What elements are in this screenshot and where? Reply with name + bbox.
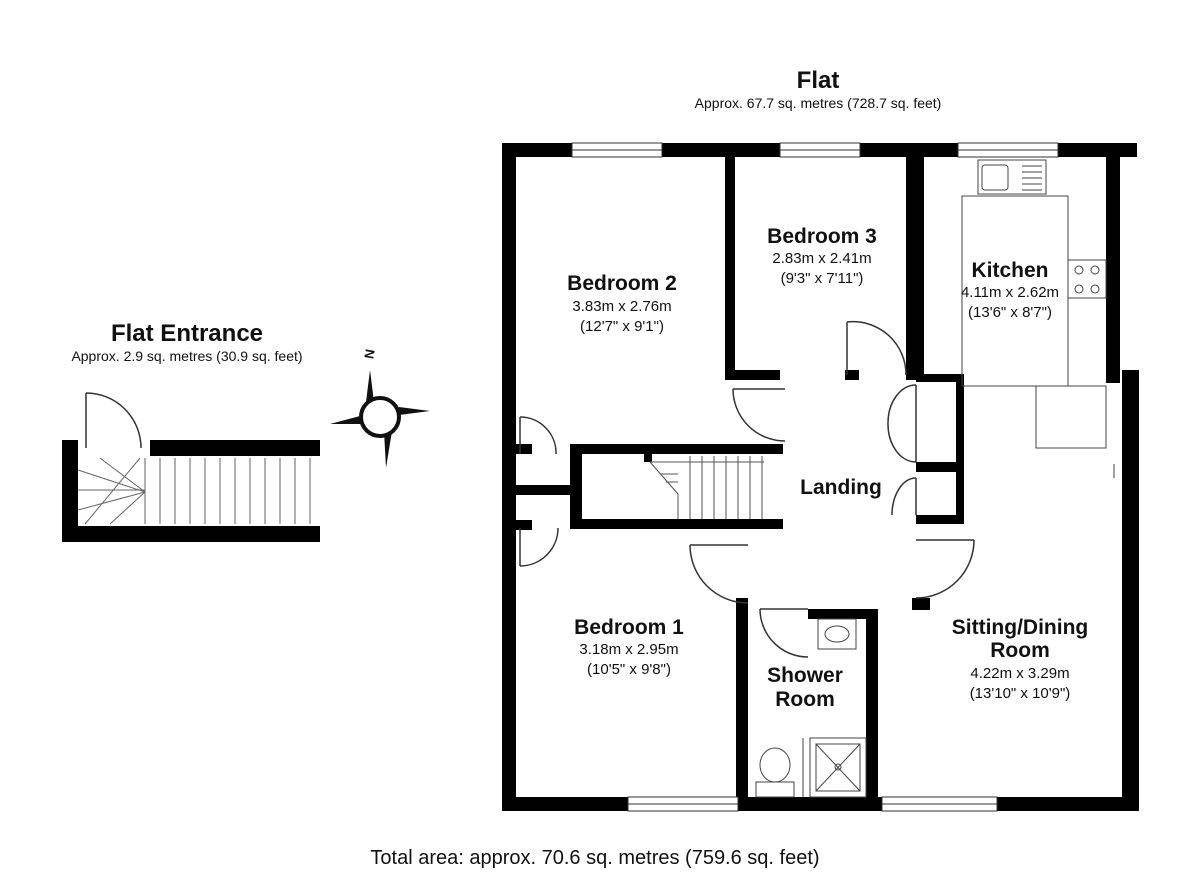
room-kitchen: Kitchen 4.11m x 2.62m (13'6" x 8'7") xyxy=(961,259,1059,321)
room-name: Landing xyxy=(800,476,882,499)
room-size-imperial: (13'10" x 10'9") xyxy=(970,685,1071,702)
room-name-line-1: Shower xyxy=(767,664,843,687)
sink-drainer xyxy=(1022,165,1042,191)
room-sitting-dining: Sitting/Dining Room 4.22m x 3.29m (13'10… xyxy=(952,616,1088,702)
room-size-imperial: (10'5" x 9'8") xyxy=(587,661,671,678)
toilet-bowl xyxy=(759,747,791,783)
room-bedroom-1: Bedroom 1 3.18m x 2.95m (10'5" x 9'8") xyxy=(574,616,684,678)
toilet-cistern xyxy=(755,781,795,798)
entrance-plan xyxy=(62,392,320,542)
room-name: Bedroom 1 xyxy=(574,616,684,639)
wash-basin xyxy=(817,618,857,650)
plan-area: Approx. 67.7 sq. metres (728.7 sq. feet) xyxy=(695,95,942,111)
room-size-metric: 3.18m x 2.95m xyxy=(579,641,678,658)
shower-tray xyxy=(809,737,867,798)
flat-stairs xyxy=(649,456,764,519)
entrance-door xyxy=(85,392,142,449)
compass-arrow-south xyxy=(384,431,392,468)
total-area: Total area: approx. 70.6 sq. metres (759… xyxy=(370,847,819,869)
room-size-imperial: (13'6" x 8'7") xyxy=(968,304,1052,321)
room-bedroom-3: Bedroom 3 2.83m x 2.41m (9'3" x 7'11") xyxy=(767,225,877,287)
room-landing: Landing xyxy=(800,476,882,499)
compass-arrow-east xyxy=(399,407,430,415)
kitchen-sink xyxy=(981,164,1009,191)
entrance-stairs xyxy=(77,457,311,525)
room-size-metric: 2.83m x 2.41m xyxy=(772,250,871,267)
room-size-imperial: (12'7" x 9'1") xyxy=(580,318,664,335)
room-shower-room: Shower Room xyxy=(767,664,843,711)
entrance-title: Flat Entrance xyxy=(111,320,263,347)
bathroom-fittings xyxy=(755,618,867,798)
kitchen-fittings xyxy=(961,159,1115,478)
room-size-metric: 4.11m x 2.62m xyxy=(961,284,1059,301)
room-size-metric: 4.22m x 3.29m xyxy=(970,665,1069,682)
doors xyxy=(519,320,975,658)
room-size-metric: 3.83m x 2.76m xyxy=(572,298,671,315)
entrance-area: Approx. 2.9 sq. metres (30.9 sq. feet) xyxy=(71,348,302,364)
room-name-line-1: Sitting/Dining xyxy=(952,616,1088,639)
room-name-line-2: Room xyxy=(990,639,1050,662)
hob xyxy=(1067,259,1107,299)
compass-arrow-north xyxy=(366,370,374,402)
windows xyxy=(571,142,1059,812)
room-name: Bedroom 2 xyxy=(567,272,677,295)
room-name-line-2: Room xyxy=(775,688,835,711)
room-bedroom-2: Bedroom 2 3.83m x 2.76m (12'7" x 9'1") xyxy=(567,272,677,335)
room-name: Bedroom 3 xyxy=(767,225,877,248)
room-size-imperial: (9'3" x 7'11") xyxy=(781,270,864,287)
compass: N xyxy=(330,348,430,468)
plan-title: Flat xyxy=(797,67,840,94)
compass-ring xyxy=(359,396,401,438)
compass-arrow-west xyxy=(330,416,361,424)
room-name: Kitchen xyxy=(971,259,1048,282)
compass-north-label: N xyxy=(361,348,377,360)
